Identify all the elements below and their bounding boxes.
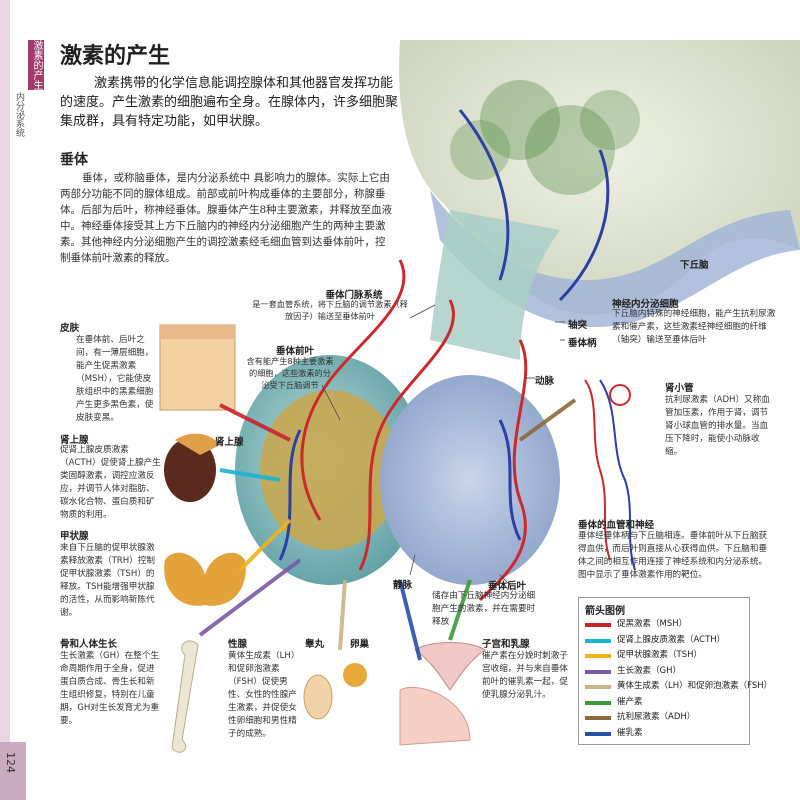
legend-item: 催乳素 xyxy=(585,727,745,743)
pituitary-paragraph: 垂体，或称脑垂体，是内分泌系统中 具影响力的腺体。实际上它由两部分功能不同的腺体… xyxy=(60,172,393,264)
label-hypothalamus: 下丘脑 xyxy=(680,260,709,271)
label-bone-body: 生长激素（GH）在整个生命周期作用于全身，促进蛋白质合成、骨生长和新生组织修复，… xyxy=(60,651,160,726)
label-posterior-title: 垂体后叶 xyxy=(488,581,527,592)
label-thyroid-body: 来自下丘脑的促甲状腺激素释放激素（TRH）控制促甲状腺激素（TSH）的释放。TS… xyxy=(60,543,156,618)
page-number-box xyxy=(0,742,26,800)
label-portal-title: 垂体门脉系统 xyxy=(325,290,383,301)
label-vein: 静脉 xyxy=(393,580,413,591)
label-gonads-title: 性腺 xyxy=(228,639,248,650)
label-skin-title: 皮肤 xyxy=(60,323,80,334)
label-thyroid-title: 甲状腺 xyxy=(60,531,89,542)
uterus-shape xyxy=(414,642,486,691)
label-bone-title: 骨和人体生长 xyxy=(60,639,118,650)
ovary-shape xyxy=(343,663,367,687)
legend-label: 黄体生成素（LH）和促卵泡激素（FSH） xyxy=(617,681,773,691)
kidney-shape xyxy=(164,438,216,502)
label-neuro-cells-body: 下丘脑内特殊的神经细胞，能产生抗利尿激素和催产素，这些激素经神经细胞的纤维（轴突… xyxy=(612,309,776,345)
label-kidney-body: 抗利尿激素（ADH）又称血管加压素，作用于肾，调节肾小球血管的排水量。当血压下降… xyxy=(665,395,770,457)
leader-lines xyxy=(321,304,565,586)
label-vessels-body: 垂体经垂体柄与下丘脑相连。垂体前叶从下丘脑获得血供，而后叶则直接从心获得血供。下… xyxy=(578,531,768,580)
label-skin-body: 在垂体前、后叶之间，有一薄层细胞，能产生促黑激素（MSH），它能使皮肤组织中的黑… xyxy=(76,335,154,423)
posterior-lobe xyxy=(380,375,560,585)
legend-title: 箭头图例 xyxy=(585,606,625,617)
legend-swatch xyxy=(585,654,611,658)
section-tab: 激素的产生 xyxy=(28,40,44,90)
legend-item: 促甲状腺激素（TSH） xyxy=(585,649,745,665)
legend-item: 催产素 xyxy=(585,696,745,712)
label-vessels-title: 垂体的血管和神经 xyxy=(578,520,655,531)
legend-swatch xyxy=(585,716,611,720)
label-neuro-cells-title: 神经内分泌细胞 xyxy=(612,299,679,310)
legend-swatch xyxy=(585,685,611,689)
legend-label: 催乳素 xyxy=(617,727,643,738)
adrenal-shape xyxy=(175,433,220,455)
legend-label: 抗利尿激素（ADH） xyxy=(617,712,696,722)
vessels xyxy=(278,109,610,602)
legend-label: 促黑激素（MSH） xyxy=(617,619,688,629)
bone-shape xyxy=(171,640,199,753)
label-adrenal-body: 促肾上腺皮质激素（ACTH）促使肾上腺产生类固醇激素，调控应激反应，并调节人体对… xyxy=(60,445,161,520)
intro-paragraph: 激素携带的化学信息能调控腺体和其他器官发挥功能的速度。产生激素的细胞遍布全身。在… xyxy=(60,76,399,129)
hormone-arrows xyxy=(198,398,577,661)
margin-bar xyxy=(0,0,10,800)
skin-block xyxy=(159,324,236,411)
label-kidney-title: 肾小管 xyxy=(665,383,694,394)
legend-label: 促甲状腺激素（TSH） xyxy=(617,650,702,660)
breast-shape xyxy=(399,686,471,746)
legend-swatch xyxy=(585,731,611,736)
label-testis: 睾丸 xyxy=(305,639,325,650)
legend-item: 黄体生成素（LH）和促卵泡激素（FSH） xyxy=(585,680,772,696)
testis-shape xyxy=(303,674,333,720)
legend-item: 促肾上腺皮质激素（ACTH） xyxy=(585,634,745,650)
neuro-cell-cluster xyxy=(450,80,640,195)
legend-item: 促黑激素（MSH） xyxy=(585,618,745,634)
legend-swatch xyxy=(585,700,611,705)
label-anterior-body: 含有能产生8种主要激素的细胞，这些激素的分泌受下丘脑调节 xyxy=(246,356,334,390)
label-uterus-body: 催产素在分娩时刺激子宫收缩，并与来自垂体前叶的催乳素一起，促使乳腺分泌乳汁。 xyxy=(482,651,568,700)
page-number: 124 xyxy=(4,752,17,773)
section-label: 内分泌系统 xyxy=(14,92,24,137)
legend-label: 促肾上腺皮质激素（ACTH） xyxy=(617,634,726,645)
legend-swatch xyxy=(585,623,611,627)
label-anterior-title: 垂体前叶 xyxy=(275,346,314,357)
label-ovary: 卵巢 xyxy=(350,639,370,650)
pituitary-heading: 垂体 xyxy=(60,152,88,168)
legend-item: 生长激素（GH） xyxy=(585,665,745,681)
label-portal-body: 是一套血管系统，将下丘脑的调节激素（释放因子）输送至垂体前叶 xyxy=(252,299,408,321)
anterior-lobe-cells xyxy=(260,390,400,550)
legend-swatch xyxy=(585,638,611,643)
label-stalk: 垂体柄 xyxy=(568,338,597,349)
label-uterus-title: 子宫和乳腺 xyxy=(482,639,530,650)
label-gonads-body: 黄体生成素（LH）和促卵泡激素（FSH）促使男性、女性的性腺产生激素，并促使女性… xyxy=(228,651,300,739)
arrow-legend: 箭头图例 促黑激素（MSH） 促肾上腺皮质激素（ACTH） 促甲状腺激素（TSH） 生… xyxy=(578,597,772,745)
label-adrenal-tag: 肾上腺 xyxy=(215,437,244,448)
label-artery: 动脉 xyxy=(535,376,555,387)
page-title: 激素的产生 xyxy=(60,44,171,69)
legend-label: 催产素 xyxy=(617,696,643,707)
legend-label: 生长激素（GH） xyxy=(617,665,681,676)
label-posterior-body: 储存由下丘脑神经内分泌细胞产生的激素，并在需要时释放 xyxy=(432,591,536,627)
legend-swatch xyxy=(585,669,611,674)
label-adrenal-title: 肾上腺 xyxy=(60,435,89,446)
legend-item: 抗利尿激素（ADH） xyxy=(585,711,745,727)
kidney-tubule-illus xyxy=(584,379,636,571)
thyroid-shape xyxy=(164,552,246,606)
label-axon: 轴突 xyxy=(568,320,588,331)
pituitary-stalk xyxy=(430,210,560,360)
